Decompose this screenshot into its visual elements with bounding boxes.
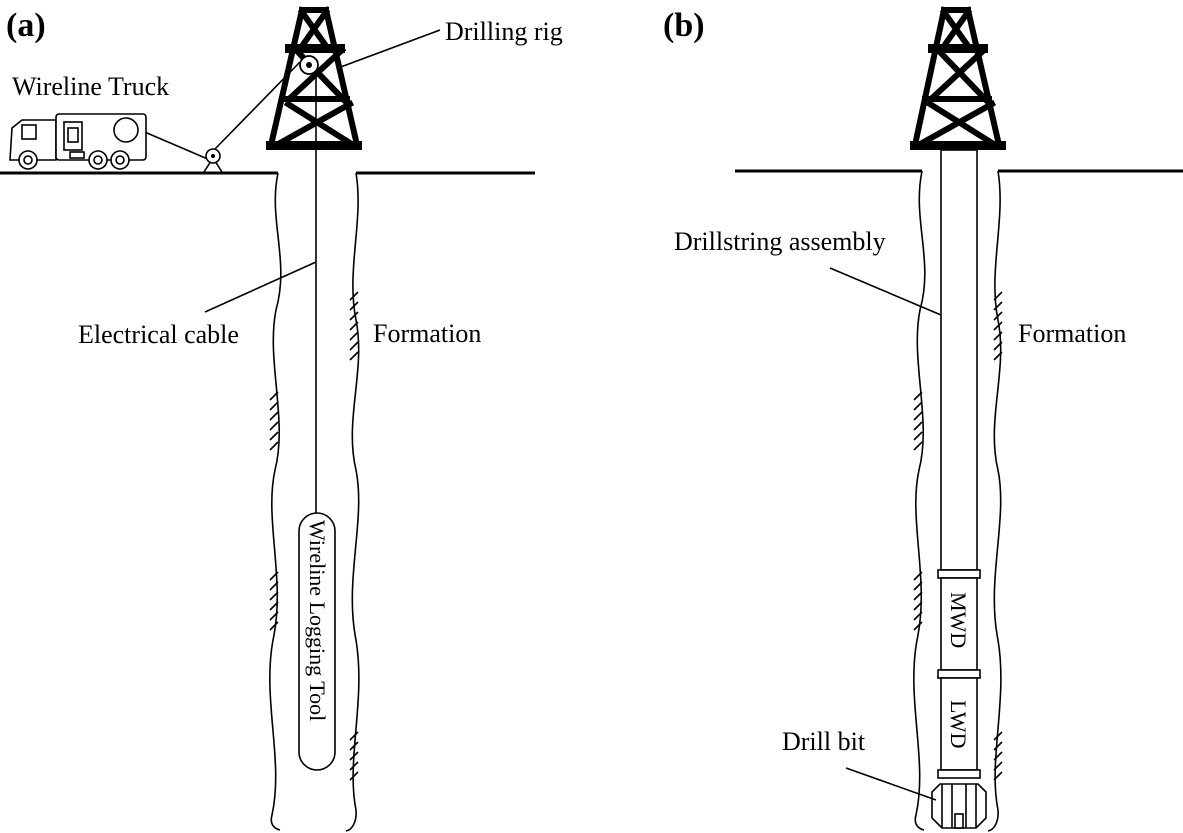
panel-a-logging-tool-label: Wireline Logging Tool	[305, 520, 330, 721]
panel-a-borehole-left-wall	[269, 172, 282, 831]
panel-b-drill-bit-leader	[845, 767, 937, 801]
panel-a-wireline-truck-icon	[9, 113, 147, 170]
panel-b-formation-hatching	[913, 291, 1003, 781]
panel-b-drillstring	[940, 149, 978, 571]
panel-a-tag: (a)	[6, 7, 46, 44]
panel-b-drillstring-leader	[829, 267, 942, 316]
panel-b: (b) MWD LWD	[663, 6, 1183, 832]
panel-a-cable-leader	[204, 261, 317, 313]
panel-b-mwd-label: MWD	[946, 592, 971, 648]
panel-b-collar-1	[937, 569, 981, 579]
panel-a-drilling-rig-label: Drilling rig	[445, 17, 563, 46]
panel-a-rig-leader	[337, 29, 441, 69]
panel-b-lwd-sub	[940, 677, 978, 771]
panel-a-logging-tool	[298, 512, 336, 771]
panel-b-borehole-left-wall	[913, 170, 926, 831]
panel-a-formation-hatching	[269, 291, 359, 781]
panel-a-formation-label: Formation	[373, 319, 481, 348]
panel-b-formation-label: Formation	[1018, 319, 1126, 348]
panel-a-cable-to-truck	[139, 61, 301, 161]
panel-b-drill-bit-label: Drill bit	[782, 727, 866, 756]
panel-b-lwd-label: LWD	[946, 700, 971, 748]
panel-b-drillstring-label: Drillstring assembly	[674, 227, 886, 256]
panel-a-ground-pulley-icon	[203, 148, 223, 173]
panel-b-collar-2	[937, 669, 981, 679]
panel-a-wireline-truck-label: Wireline Truck	[12, 72, 169, 101]
panel-b-tag: (b)	[663, 7, 705, 44]
panel-a-electrical-cable-label: Electrical cable	[78, 320, 239, 349]
panel-a-sheave-hub-icon	[306, 62, 312, 68]
panel-b-drill-bit-icon	[931, 783, 987, 829]
panel-a: (a)	[0, 6, 563, 832]
panel-b-borehole-right-wall	[987, 170, 1002, 832]
panel-a-derrick	[266, 6, 362, 150]
panel-b-collar-3	[937, 769, 981, 779]
panel-b-derrick	[910, 6, 1006, 150]
